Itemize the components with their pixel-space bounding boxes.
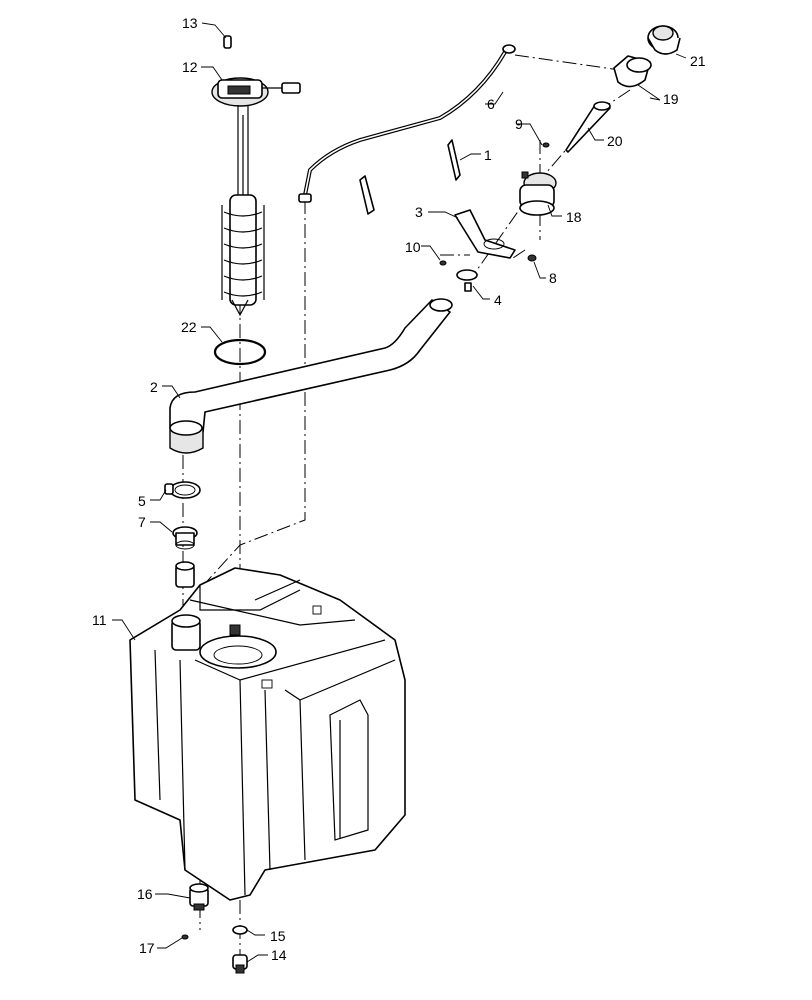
drain-fitting[interactable] (232, 954, 248, 974)
callout-3: 3 (415, 204, 423, 220)
screw-13[interactable] (223, 35, 232, 49)
fuel-strainer[interactable] (565, 101, 611, 153)
callout-14: 14 (271, 947, 287, 963)
hose-clamp[interactable] (164, 481, 201, 499)
o-ring-seal[interactable] (213, 338, 267, 366)
callout-10: 10 (405, 239, 421, 255)
callout-5: 5 (138, 493, 146, 509)
drain-valve[interactable] (189, 883, 209, 911)
callout-11: 11 (92, 612, 107, 628)
screw-9[interactable] (542, 142, 550, 148)
screw-17[interactable] (181, 934, 189, 940)
callout-18: 18 (566, 209, 582, 225)
vent-hose[interactable] (298, 44, 516, 203)
washer[interactable] (456, 269, 478, 292)
fuel-tank[interactable] (129, 567, 406, 901)
callout-4: 4 (494, 292, 502, 308)
filler-neck[interactable] (613, 55, 652, 88)
callout-22: 22 (181, 319, 197, 335)
callout-9: 9 (515, 116, 523, 132)
mounting-bracket[interactable] (454, 209, 516, 259)
callout-1: 1 (484, 147, 492, 163)
screw-10[interactable] (439, 260, 447, 266)
fill-hose[interactable] (169, 298, 453, 454)
callout-8: 8 (549, 270, 557, 286)
hose-clip[interactable] (359, 139, 461, 215)
callout-6: 6 (487, 96, 495, 112)
nut-8[interactable] (527, 254, 537, 262)
callout-7: 7 (138, 514, 146, 530)
callout-19: 19 (663, 91, 679, 107)
seal-ring[interactable] (232, 925, 248, 935)
callout-16: 16 (137, 886, 153, 902)
callout-15: 15 (270, 928, 286, 944)
filler-cap[interactable] (647, 25, 681, 55)
callout-labels: 13 12 6 1 21 19 20 9 18 3 10 8 4 22 2 5 … (92, 15, 706, 963)
callout-13: 13 (182, 15, 198, 31)
filler-receiver[interactable] (519, 171, 557, 216)
callout-21: 21 (690, 53, 706, 69)
fuel-sender-unit[interactable] (211, 77, 301, 317)
callout-17: 17 (139, 940, 155, 956)
callout-20: 20 (607, 133, 623, 149)
callout-12: 12 (182, 59, 198, 75)
callout-leader-lines (112, 22, 687, 963)
callout-2: 2 (150, 379, 158, 395)
grommet-7[interactable] (172, 526, 198, 588)
